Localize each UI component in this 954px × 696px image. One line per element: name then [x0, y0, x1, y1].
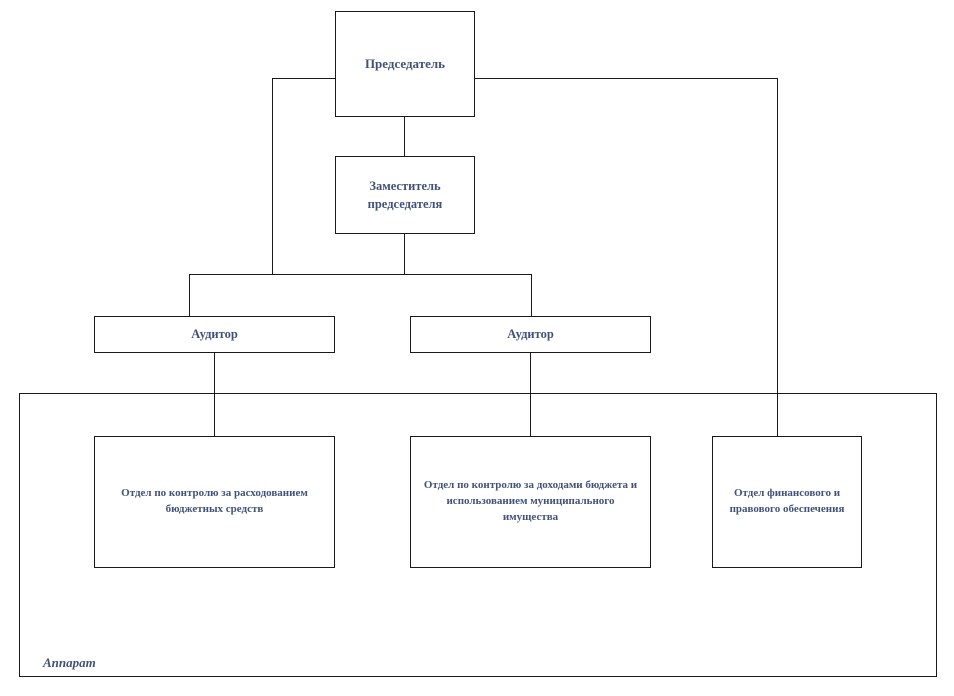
apparatus-group-container — [19, 393, 937, 677]
node-department-budget-expenditure-control-label: Отдел по контролю за расходованием бюдже… — [121, 487, 308, 515]
node-department-budget-expenditure-control[interactable]: Отдел по контролю за расходованием бюдже… — [94, 436, 335, 568]
node-auditor-2[interactable]: Аудитор — [410, 316, 651, 353]
node-deputy-chairman-label: Заместитель председателя — [367, 178, 443, 211]
node-chairman-label: Председатель — [364, 55, 446, 71]
connector-deputy-down — [404, 234, 405, 274]
node-auditor-1[interactable]: Аудитор — [94, 316, 335, 353]
connector-chairman-to-deputy — [404, 117, 405, 156]
node-chairman[interactable]: Председатель — [335, 11, 475, 117]
connector-auditor-1-to-department-1 — [214, 353, 215, 436]
connector-chairman-right-vertical — [777, 78, 778, 436]
connector-chairman-right-horizontal — [474, 78, 778, 79]
node-deputy-chairman[interactable]: Заместитель председателя — [335, 156, 475, 234]
node-department-budget-revenue-municipal-property-control[interactable]: Отдел по контролю за доходами бюджета и … — [410, 436, 651, 568]
node-department-financial-legal-support-label: Отдел финансового и правового обеспечени… — [729, 487, 845, 515]
apparatus-group-label: Аппарат — [43, 655, 96, 670]
connector-chairman-left-vertical — [272, 78, 273, 274]
connector-auditor-2-to-department-2 — [530, 353, 531, 436]
connector-chairman-left-horizontal — [272, 78, 336, 79]
connector-bus-to-auditor-2 — [531, 274, 532, 316]
node-auditor-1-label: Аудитор — [191, 327, 238, 342]
connector-auditor-bus-horizontal — [189, 274, 531, 275]
node-auditor-2-label: Аудитор — [507, 327, 554, 342]
node-department-budget-revenue-municipal-property-control-label: Отдел по контролю за доходами бюджета и … — [423, 479, 638, 523]
connector-bus-to-auditor-1 — [189, 274, 190, 316]
node-department-financial-legal-support[interactable]: Отдел финансового и правового обеспечени… — [712, 436, 862, 568]
